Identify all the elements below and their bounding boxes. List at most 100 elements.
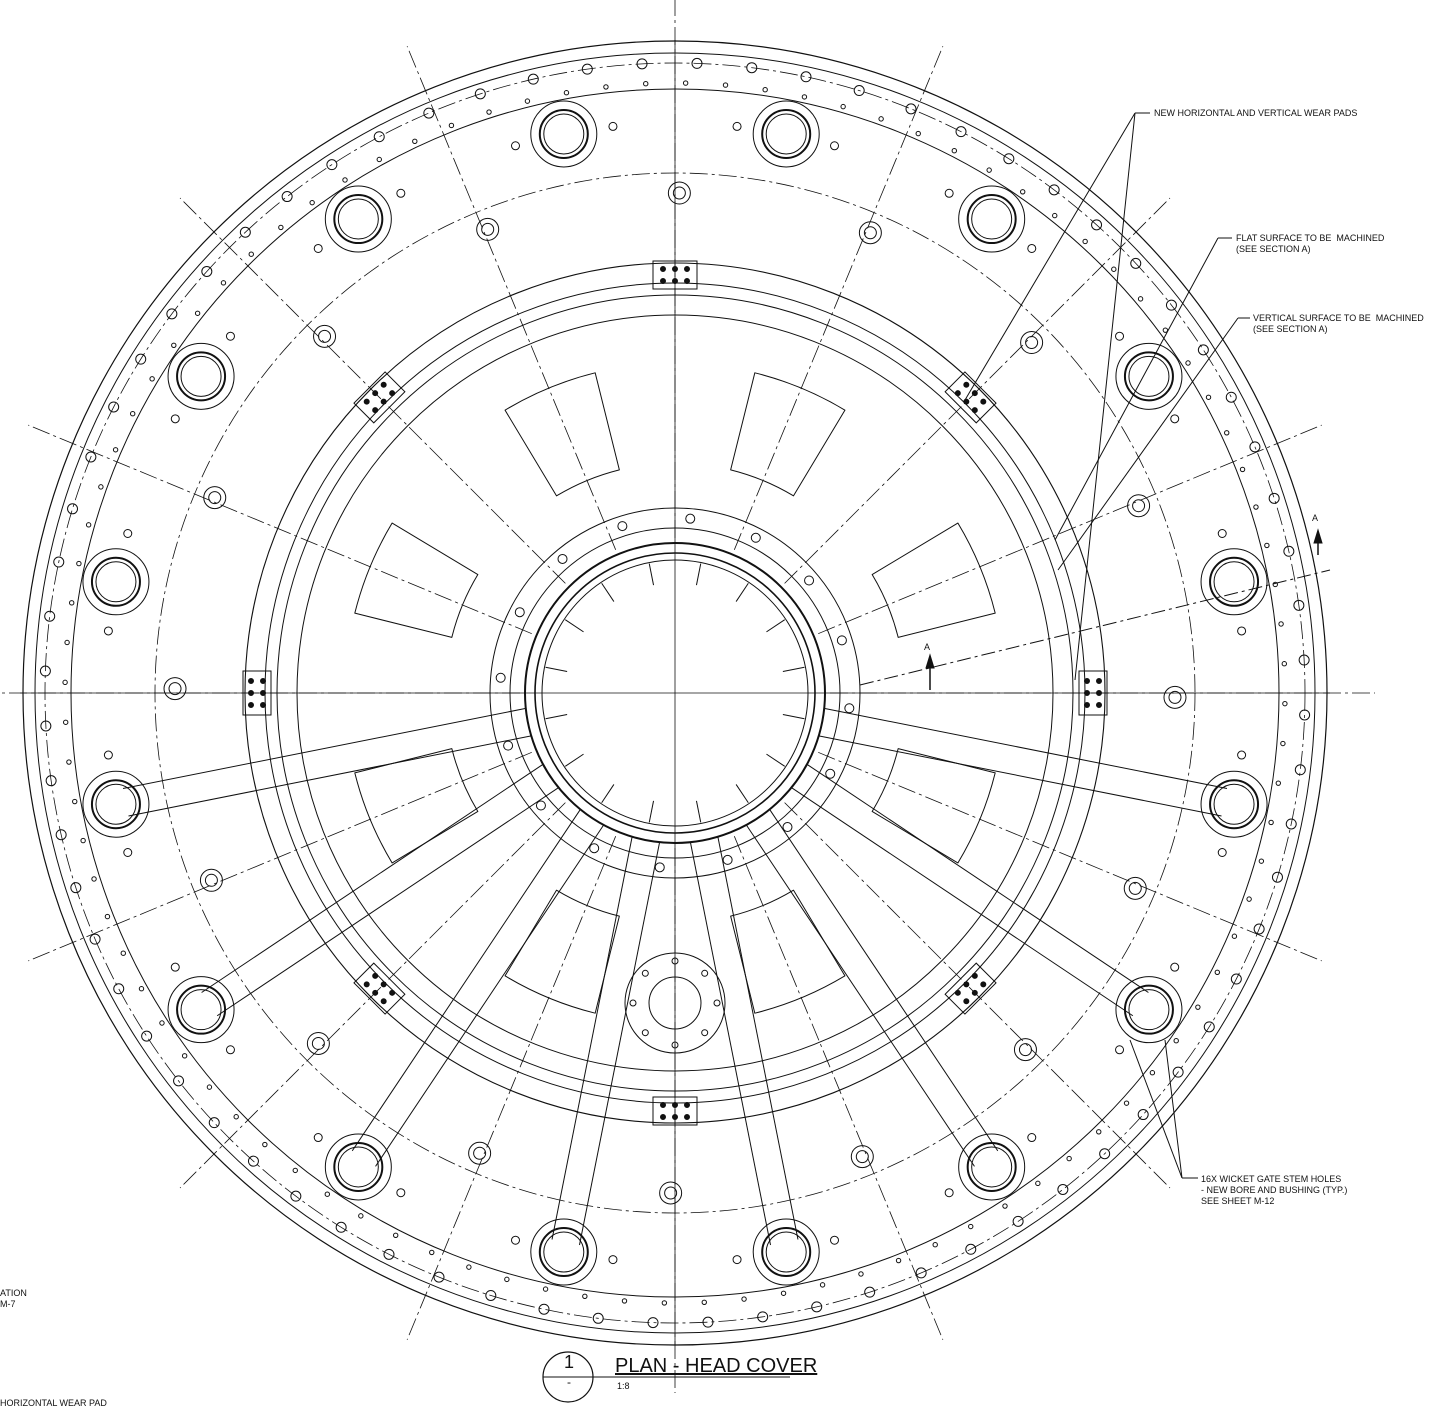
- hub-bolt: [495, 672, 506, 683]
- rim-dot: [878, 116, 884, 122]
- rim-dot: [194, 310, 201, 316]
- flange-bolt: [1237, 750, 1247, 760]
- rim-dot: [80, 837, 86, 844]
- wicket-gate-bushing: [180, 355, 222, 397]
- radial-rib-edge: [791, 787, 1134, 1017]
- outer-bolt-hole: [955, 126, 967, 138]
- wear-pad-bolt: [672, 266, 678, 272]
- wear-pad-bolt: [1096, 702, 1102, 708]
- rim-dot: [1082, 238, 1088, 245]
- outer-bolt-hole: [485, 1289, 497, 1301]
- rim-dot: [801, 94, 808, 100]
- wicket-gate-bushing: [971, 1146, 1013, 1188]
- flange-bolt: [396, 1188, 406, 1198]
- cover-window: [730, 372, 846, 497]
- wicket-gate-stem-hole: [966, 1141, 1017, 1192]
- bore-tick: [564, 753, 584, 767]
- flange-bolt: [830, 1235, 840, 1245]
- outer-bolt-hole: [281, 191, 293, 203]
- rim-dot: [448, 122, 455, 129]
- note-bottom-left-fragment: HORIZONTAL WEAR PAD: [0, 1398, 107, 1408]
- cover-window: [730, 889, 846, 1014]
- outer-bolt-hole: [811, 1301, 823, 1313]
- lifting-hole-inner: [855, 1150, 869, 1164]
- wicket-gate-stem-hole: [176, 351, 227, 402]
- wear-pad-bolt: [248, 678, 254, 684]
- rim-dot: [582, 1293, 588, 1299]
- lifting-hole-inner: [208, 491, 222, 505]
- rib-centerline: [733, 46, 944, 550]
- rim-dot: [1264, 542, 1270, 549]
- flange-bolt: [225, 1045, 235, 1055]
- flange-bolt: [103, 750, 113, 760]
- rim-dot: [1173, 1037, 1179, 1044]
- wear-pad-bolt: [260, 702, 266, 708]
- rim-dot: [1253, 504, 1259, 510]
- wear-pad-bolt: [672, 1102, 678, 1108]
- outer-bolt-hole: [702, 1316, 714, 1328]
- radial-rib-edge: [819, 735, 1222, 817]
- wicket-gate-stem-hole: [176, 984, 227, 1035]
- detail-number: 1: [563, 1352, 574, 1372]
- flange-bolt: [123, 848, 133, 858]
- outer-bolt-hole: [70, 882, 82, 894]
- rim-dot: [932, 1242, 938, 1248]
- wear-pad-bolt: [1096, 678, 1102, 684]
- outer-bolt-hole: [581, 63, 593, 75]
- rim-dot: [1280, 740, 1286, 747]
- access-port-bolt: [629, 999, 637, 1007]
- rim-dot: [262, 1141, 268, 1148]
- lifting-hole-inner: [1018, 1043, 1032, 1057]
- wear-pad-bolt: [980, 981, 987, 988]
- flange-bolt: [123, 528, 133, 538]
- wicket-gate-flange: [324, 1133, 392, 1201]
- bore-tick: [695, 800, 702, 823]
- outer-bolt-hole: [1165, 299, 1177, 311]
- rim-dot: [129, 410, 136, 417]
- rim-dot: [220, 280, 227, 286]
- rim-dot: [1275, 780, 1281, 786]
- wear-pad: [652, 1096, 698, 1126]
- rim-dot: [63, 719, 69, 725]
- wear-pad-bolt: [971, 390, 978, 397]
- leader-wear-pads: [964, 112, 1136, 401]
- bore-tick: [782, 666, 805, 673]
- rim-dot: [1185, 360, 1191, 366]
- wicket-gate-flange: [167, 342, 235, 410]
- outer-bolt-hole: [1012, 1215, 1024, 1227]
- rim-dot: [466, 1264, 472, 1270]
- lifting-hole: [1020, 331, 1044, 355]
- wear-pad-bolt: [260, 678, 266, 684]
- wicket-gate-flange: [530, 100, 598, 168]
- flange-bolt: [396, 188, 406, 198]
- rib-centerline: [733, 836, 944, 1340]
- wear-pad: [242, 670, 272, 716]
- wicket-gate-bushing: [95, 783, 137, 825]
- wear-pad-bolt: [363, 398, 370, 405]
- outer-bolt-hole: [239, 226, 251, 238]
- rim-dot: [741, 1296, 747, 1302]
- wicket-gate-stem-hole: [1209, 779, 1260, 830]
- rim-dot: [643, 81, 649, 87]
- outer-bolt-hole: [108, 401, 120, 413]
- wear-pad-bolt: [380, 381, 387, 388]
- rim-dot: [1239, 466, 1246, 473]
- wicket-gate-stem-hole: [333, 194, 384, 245]
- sheet-reference: -: [567, 1375, 571, 1389]
- rim-dot: [98, 484, 104, 490]
- radial-rib-edge: [201, 764, 543, 993]
- lifting-hole: [1123, 876, 1147, 900]
- wear-pad-bolt: [954, 989, 961, 996]
- outer-bolt-hole: [247, 1155, 259, 1167]
- rim-dot: [1258, 858, 1265, 864]
- wicket-gate-bushing: [337, 198, 379, 240]
- wicket-gate-stem-hole: [761, 108, 812, 159]
- flange-bolt: [1237, 626, 1247, 636]
- outer-bolt-hole: [474, 88, 486, 100]
- outer-bolt-hole: [1268, 492, 1280, 504]
- rim-dot: [1224, 430, 1230, 436]
- rim-dot: [1195, 1004, 1201, 1010]
- radial-rib-edge: [122, 708, 526, 790]
- wicket-gate-flange: [958, 185, 1026, 253]
- lifting-hole: [163, 677, 187, 701]
